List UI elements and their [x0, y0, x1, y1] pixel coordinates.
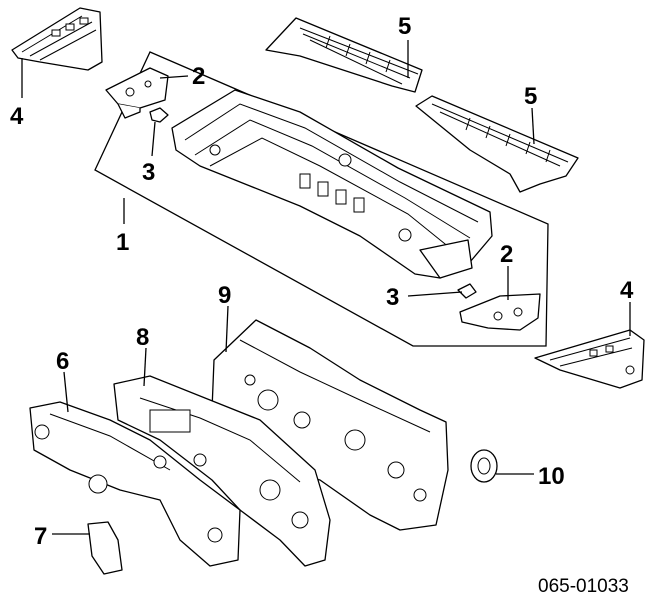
- leader-8: [143, 347, 147, 387]
- part-4-bracket-left: [11, 7, 103, 71]
- part-6-insulator: [29, 401, 241, 567]
- part-3-clip-upper: [149, 107, 169, 123]
- callout-7: 7: [34, 523, 47, 550]
- part-5-louvre-upper: [265, 17, 423, 93]
- callout-4-right: 4: [620, 277, 634, 304]
- part-5-louvre-lower: [415, 95, 579, 193]
- part-7-small-pad: [87, 521, 123, 575]
- callout-10: 10: [538, 463, 565, 490]
- callout-4-left: 4: [10, 103, 24, 130]
- part-10-grommet: [470, 449, 498, 483]
- leader-3b: [407, 291, 463, 297]
- callout-2-lower: 2: [500, 241, 513, 268]
- callout-3-upper: 3: [142, 159, 155, 186]
- part-9-dash-panel: [211, 319, 449, 531]
- part-2-bracket-upper: [105, 67, 169, 119]
- leader-3a: [151, 121, 156, 157]
- leader-5b: [531, 107, 535, 145]
- callout-3-lower: 3: [386, 284, 399, 311]
- leader-6: [63, 371, 69, 413]
- part-3-clip-lower: [457, 283, 477, 299]
- part-2-bracket-lower: [459, 293, 541, 331]
- leader-9: [225, 305, 229, 353]
- assembly-outline: [94, 51, 549, 347]
- callout-1: 1: [116, 229, 129, 256]
- reference-code: 065-01033: [538, 576, 629, 597]
- leader-2a: [159, 75, 189, 79]
- callout-5-upper: 5: [398, 13, 411, 40]
- callout-2-upper: 2: [192, 63, 205, 90]
- callout-6: 6: [56, 348, 69, 375]
- part-8-insulator: [113, 375, 331, 567]
- part-1-cowl-panel: [171, 89, 493, 279]
- callout-5-lower: 5: [524, 83, 537, 110]
- callout-8: 8: [136, 324, 149, 351]
- part-4-bracket-right: [534, 329, 645, 389]
- callout-9: 9: [218, 282, 231, 309]
